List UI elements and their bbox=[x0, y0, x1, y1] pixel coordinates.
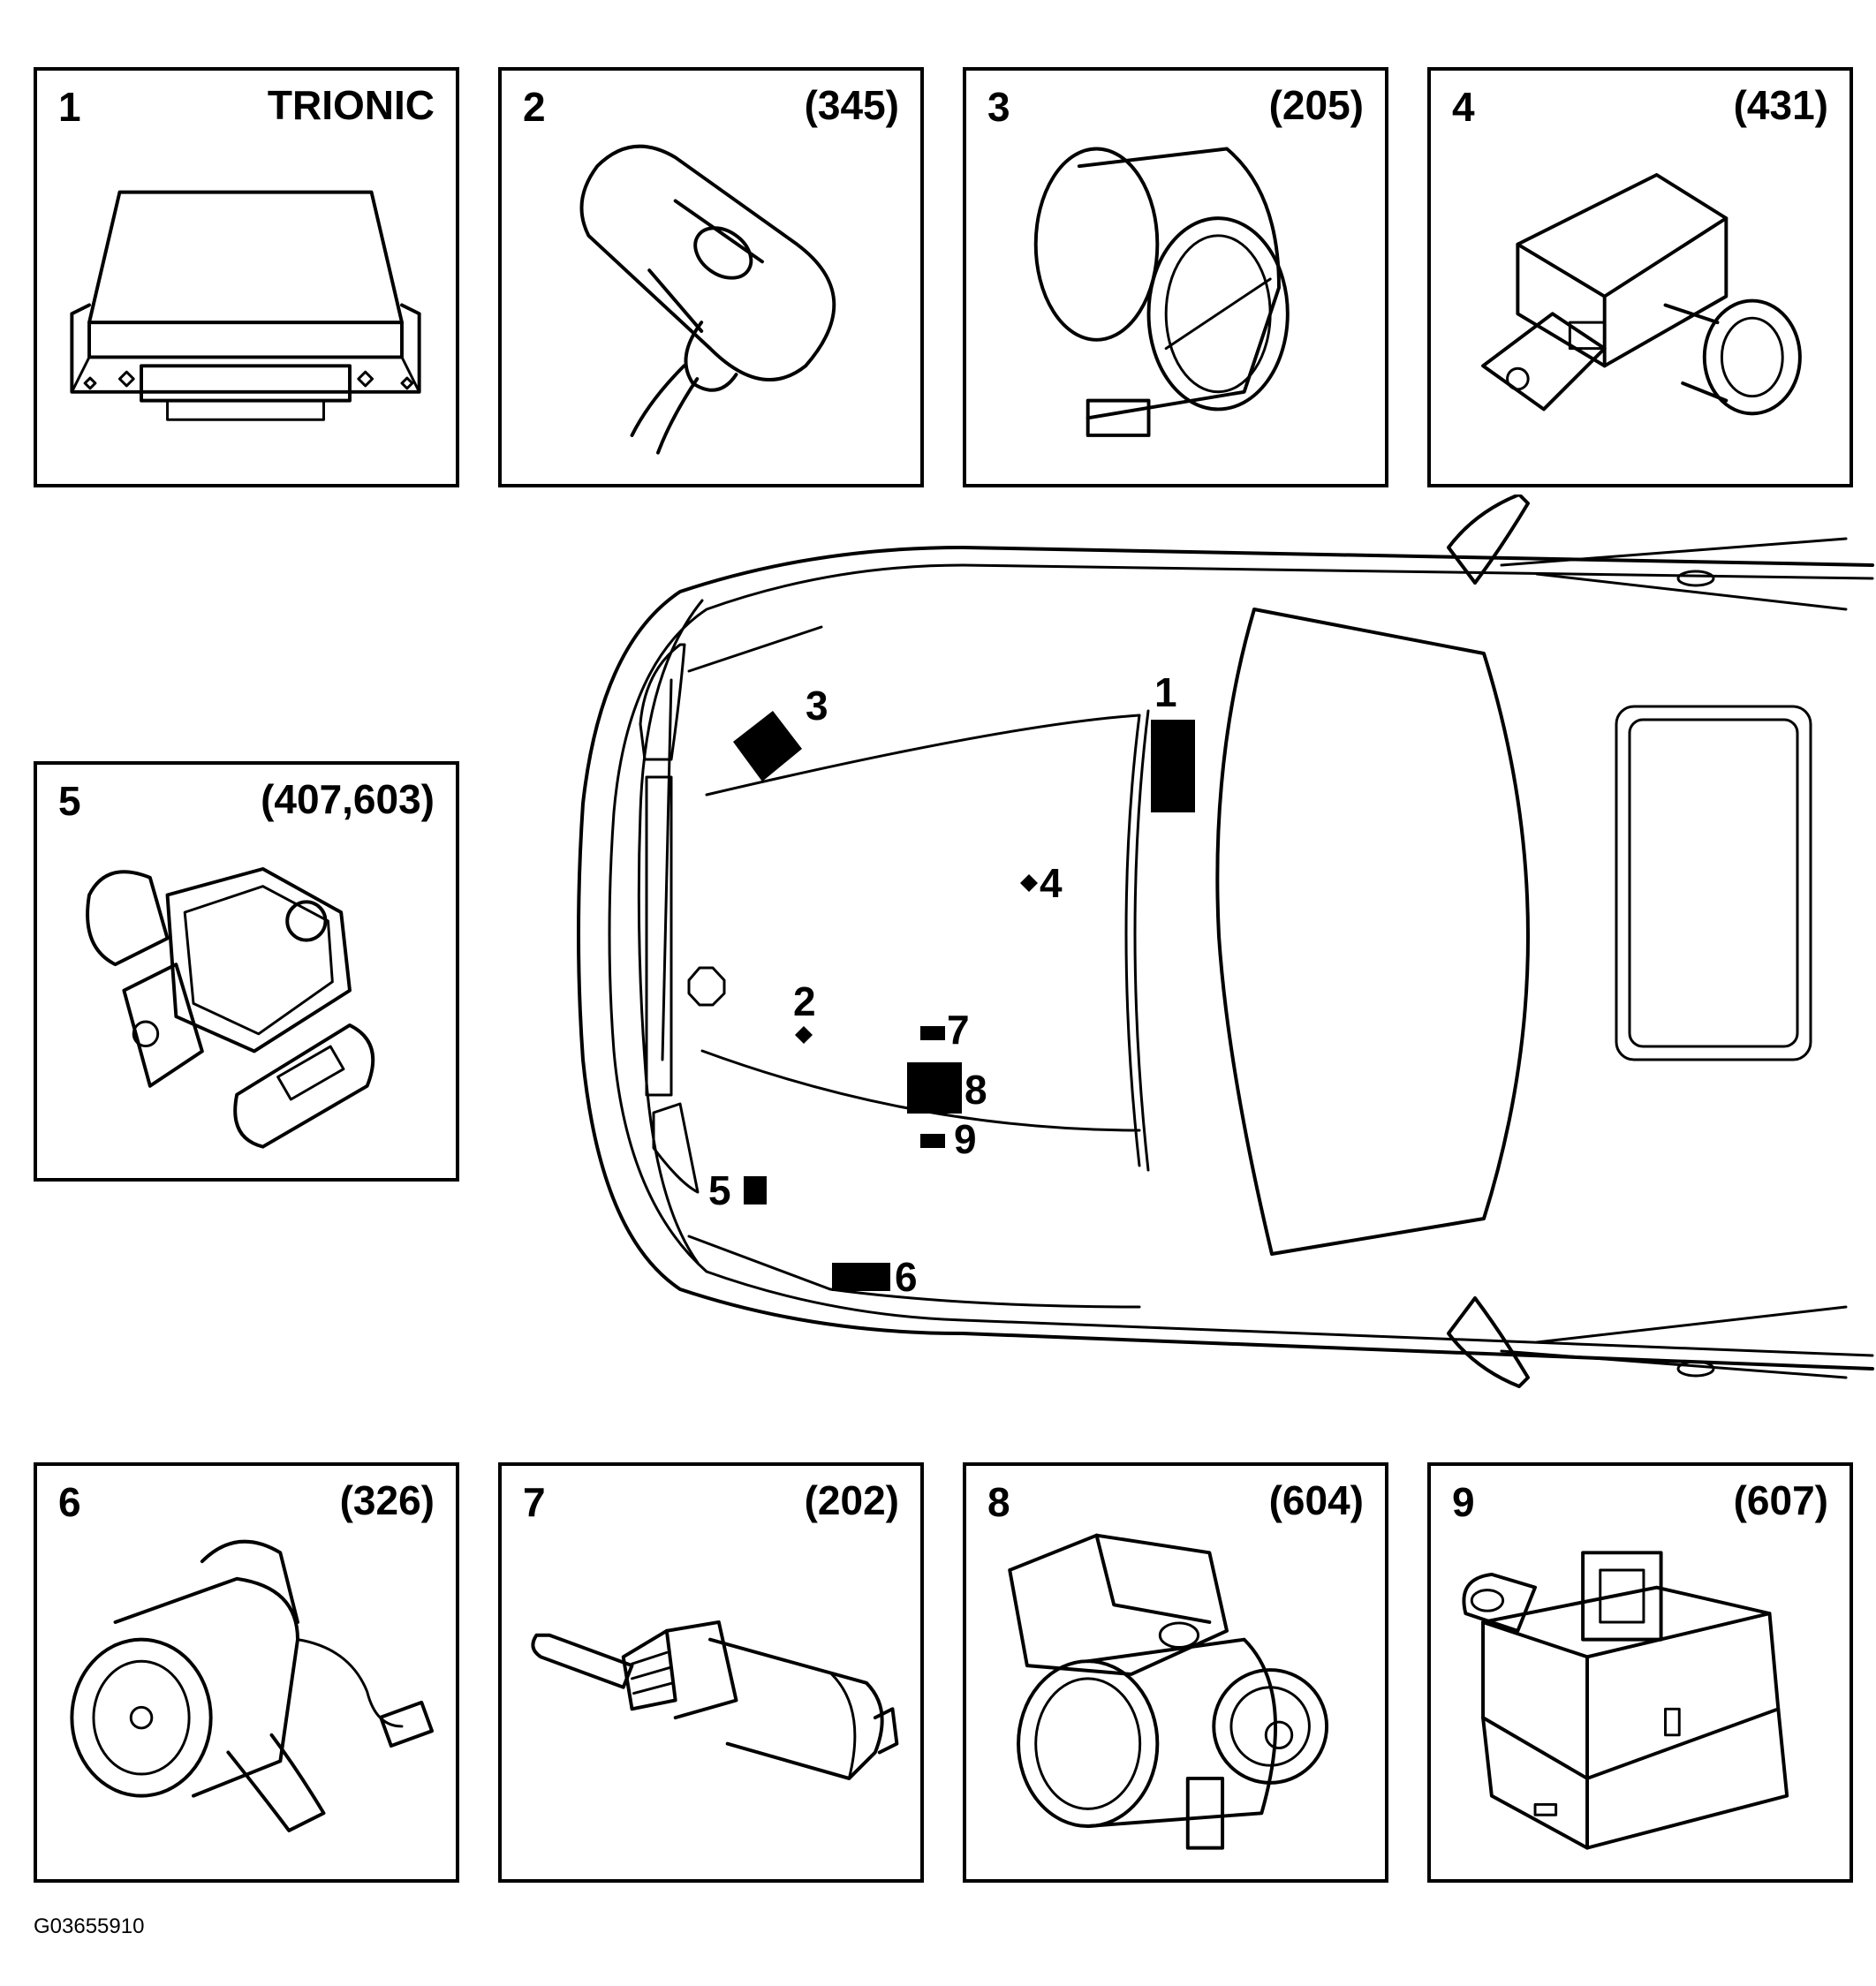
location-marker-5 bbox=[744, 1176, 767, 1204]
component-number: 1 bbox=[58, 84, 81, 130]
location-markers bbox=[733, 711, 1195, 1291]
location-marker-8 bbox=[907, 1062, 962, 1114]
component-panel-2: 2 (345) bbox=[498, 67, 924, 487]
crankshaft-sensor-illustration bbox=[579, 144, 836, 455]
location-marker-3 bbox=[733, 711, 802, 782]
air-mass-meter-illustration bbox=[1033, 147, 1290, 437]
component-number: 9 bbox=[1452, 1479, 1475, 1525]
component-panel-1: 1 TRIONIC bbox=[34, 67, 459, 487]
component-panel-5: 5 (407,603) bbox=[34, 761, 459, 1182]
component-number: 2 bbox=[523, 84, 546, 130]
secondary-air-pump-illustration bbox=[70, 1539, 435, 1832]
location-marker-1 bbox=[1151, 720, 1195, 812]
callout-3: 3 bbox=[806, 683, 828, 729]
callout-8: 8 bbox=[964, 1067, 987, 1113]
component-code: (326) bbox=[339, 1477, 435, 1523]
location-marker-2 bbox=[795, 1026, 813, 1044]
component-panel-9: 9 (607) bbox=[1427, 1462, 1853, 1883]
location-marker-6 bbox=[832, 1263, 890, 1291]
callout-4: 4 bbox=[1040, 860, 1063, 906]
vehicle-body-outline bbox=[577, 495, 1874, 1388]
component-code: TRIONIC bbox=[267, 82, 435, 128]
location-marker-9 bbox=[920, 1134, 945, 1148]
pressure-sensor-illustration bbox=[1481, 173, 1802, 416]
vehicle-top-view: 1 2 3 4 5 6 7 8 9 bbox=[577, 495, 1874, 1388]
callout-9: 9 bbox=[954, 1116, 977, 1162]
component-code: (345) bbox=[804, 82, 899, 128]
callout-5: 5 bbox=[708, 1167, 731, 1213]
component-panel-8: 8 (604) bbox=[963, 1462, 1388, 1883]
component-panel-4: 4 (431) bbox=[1427, 67, 1853, 487]
component-number: 7 bbox=[523, 1479, 546, 1525]
figure-id: G03655910 bbox=[34, 1914, 145, 1938]
component-code: (604) bbox=[1268, 1477, 1364, 1523]
sensor-module-illustration bbox=[1462, 1551, 1789, 1850]
component-code: (202) bbox=[804, 1477, 899, 1523]
component-code: (407,603) bbox=[261, 776, 435, 822]
component-code: (607) bbox=[1733, 1477, 1828, 1523]
map-sensor-illustration bbox=[86, 867, 375, 1149]
component-panel-7: 7 (202) bbox=[498, 1462, 924, 1883]
callout-labels: 1 2 3 4 5 6 7 8 9 bbox=[708, 669, 1177, 1300]
callout-6: 6 bbox=[895, 1254, 918, 1300]
component-code: (431) bbox=[1733, 82, 1828, 128]
component-panel-3: 3 (205) bbox=[963, 67, 1388, 487]
component-number: 5 bbox=[58, 778, 81, 824]
location-marker-4 bbox=[1020, 874, 1038, 892]
component-number: 8 bbox=[987, 1479, 1010, 1525]
coolant-temperature-sensor-illustration bbox=[531, 1620, 899, 1780]
callout-1: 1 bbox=[1154, 669, 1177, 715]
location-marker-7 bbox=[920, 1026, 945, 1040]
callout-7: 7 bbox=[947, 1007, 970, 1053]
component-code: (205) bbox=[1268, 82, 1364, 128]
ecu-module-illustration bbox=[70, 190, 421, 421]
component-number: 3 bbox=[987, 84, 1010, 130]
throttle-body-illustration bbox=[1008, 1533, 1329, 1850]
callout-2: 2 bbox=[793, 978, 816, 1024]
component-number: 6 bbox=[58, 1479, 81, 1525]
component-number: 4 bbox=[1452, 84, 1475, 130]
component-panel-6: 6 (326) bbox=[34, 1462, 459, 1883]
